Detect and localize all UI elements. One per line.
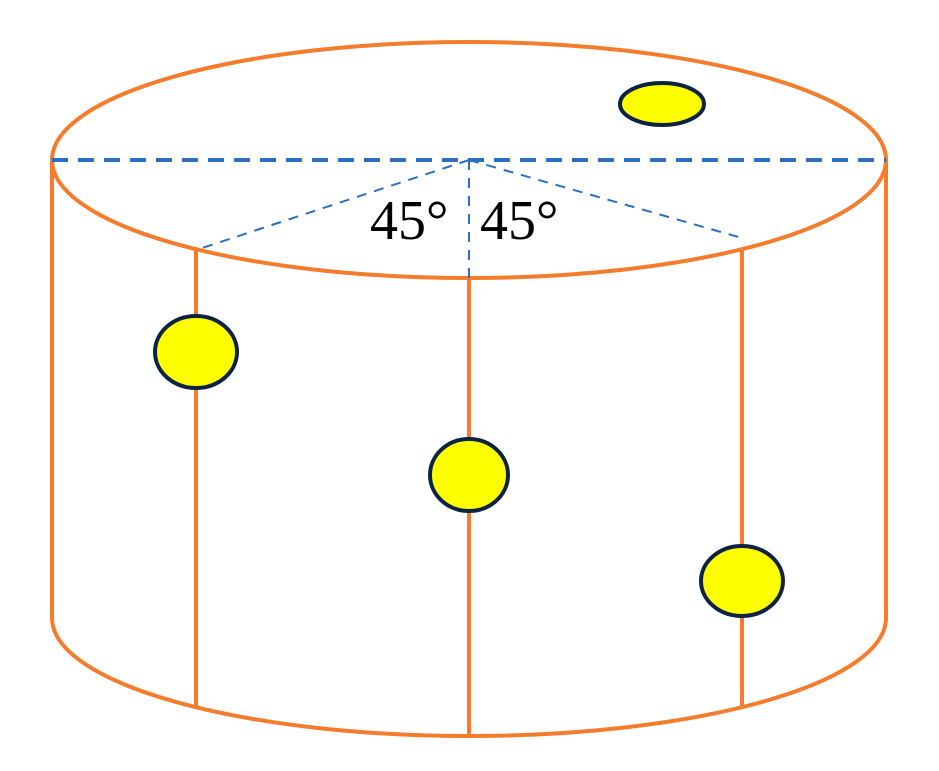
- radius-right-dashed-line: [468, 159, 743, 239]
- marker-center: [428, 437, 510, 513]
- radius-left-dashed-line: [195, 159, 470, 251]
- angle-label-left: 45°: [370, 190, 448, 252]
- angle-label-right: 45°: [480, 190, 558, 252]
- marker-left: [153, 314, 239, 390]
- marker-top: [618, 81, 706, 127]
- marker-right: [699, 544, 785, 618]
